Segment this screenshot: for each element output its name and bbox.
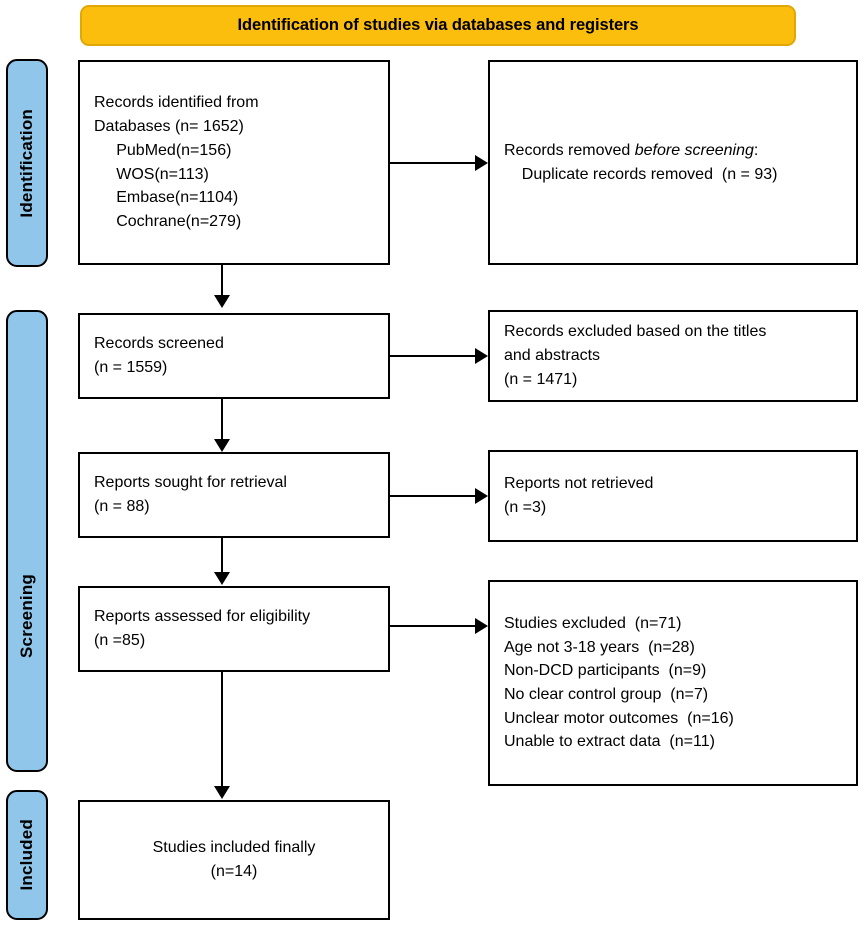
connector-sought-to-assessed <box>221 538 223 572</box>
box-studies-excluded-text: Studies excluded (n=71) Age not 3-18 yea… <box>490 612 856 754</box>
text-line: Unclear motor outcomes (n=16) <box>504 709 734 727</box>
text-line: Unable to extract data (n=11) <box>504 733 715 751</box>
arrowhead-right-icon <box>475 618 488 634</box>
text-line: and abstracts <box>504 347 601 365</box>
box-reports-sought: Reports sought for retrieval (n = 88) <box>78 452 390 538</box>
stage-tab-screening-label: Screening <box>17 574 36 658</box>
text-line: Records screened <box>94 335 224 353</box>
text-line: (n = 1559) <box>94 359 168 376</box>
arrowhead-right-icon <box>475 348 488 364</box>
stage-tab-screening: Screening <box>6 310 48 772</box>
text-line: Reports sought for retrieval <box>94 474 287 492</box>
text-line: No clear control group (n=7) <box>504 686 709 703</box>
text-line: Cochrane(n=279) <box>94 212 242 230</box>
text-line: PubMed(n=156) <box>94 141 232 159</box>
arrowhead-down-icon <box>214 439 230 452</box>
box-records-identified: Records identified from Databases (n= 16… <box>78 60 390 265</box>
box-reports-assessed-text: Reports assessed for eligibility (n =85) <box>80 605 388 652</box>
arrowhead-down-icon <box>214 786 230 799</box>
text-line: (n = 88) <box>94 498 150 515</box>
banner-title: Identification of studies via databases … <box>237 16 639 34</box>
box-records-screened: Records screened (n = 1559) <box>78 313 390 399</box>
box-records-excluded: Records excluded based on the titles and… <box>488 310 858 402</box>
text-line: (n =85) <box>94 632 146 649</box>
stage-tab-included-label: Included <box>17 819 36 891</box>
text-line: (n = 1471) <box>504 370 578 388</box>
text-line: Records excluded based on the titles <box>504 323 767 341</box>
box-reports-assessed: Reports assessed for eligibility (n =85) <box>78 586 390 672</box>
text-line: Records identified from <box>94 94 259 112</box>
connector-screened-to-excluded <box>390 355 475 357</box>
box-studies-included: Studies included finally (n=14) <box>78 800 390 920</box>
text-line: Studies included finally <box>152 839 316 857</box>
box-records-screened-text: Records screened (n = 1559) <box>80 332 388 379</box>
box-reports-sought-text: Reports sought for retrieval (n = 88) <box>80 471 388 518</box>
text-line: (n =3) <box>504 499 547 516</box>
connector-screened-to-sought <box>221 399 223 439</box>
arrowhead-right-icon <box>475 155 488 171</box>
text-line: Duplicate records removed (n = 93) <box>504 165 778 183</box>
box-records-removed: Records removed before screening: Duplic… <box>488 60 858 265</box>
text-line: Non-DCD participants (n=9) <box>504 662 707 680</box>
arrowhead-down-icon <box>214 572 230 585</box>
box-records-identified-text: Records identified from Databases (n= 16… <box>80 91 388 233</box>
box-records-removed-text: Records removed before screening: Duplic… <box>490 139 856 186</box>
text-fragment-italic: before screening <box>634 141 754 159</box>
box-records-excluded-text: Records excluded based on the titles and… <box>490 320 856 391</box>
arrowhead-down-icon <box>214 295 230 308</box>
connector-assessed-to-included <box>221 672 223 786</box>
box-studies-included-text: Studies included finally (n=14) <box>80 836 388 883</box>
arrowhead-right-icon <box>475 488 488 504</box>
text-line: Age not 3-18 years (n=28) <box>504 638 695 656</box>
stage-tab-identification: Identification <box>6 59 48 267</box>
text-line: Studies excluded (n=71) <box>504 614 682 632</box>
stage-tab-identification-label: Identification <box>17 108 36 218</box>
text-line: Reports not retrieved <box>504 475 654 493</box>
text-fragment: Records removed <box>504 141 635 159</box>
box-reports-not-retrieved-text: Reports not retrieved (n =3) <box>490 472 856 519</box>
text-fragment: : <box>753 141 759 159</box>
text-line: Databases (n= 1652) <box>94 118 244 136</box>
diagram-banner: Identification of studies via databases … <box>80 5 796 46</box>
connector-assessed-to-exclusions <box>390 625 475 627</box>
box-reports-not-retrieved: Reports not retrieved (n =3) <box>488 450 858 542</box>
text-line: Embase(n=1104) <box>94 189 239 207</box>
connector-identified-to-removed <box>390 162 475 164</box>
text-line: WOS(n=113) <box>94 165 209 183</box>
connector-identified-to-screened <box>221 265 223 295</box>
connector-sought-to-not-retrieved <box>390 495 475 497</box>
stage-tab-included: Included <box>6 790 48 920</box>
text-line: (n=14) <box>210 863 258 880</box>
text-line: Records removed before screening: <box>504 139 842 163</box>
text-line: Reports assessed for eligibility <box>94 608 311 626</box>
box-studies-excluded: Studies excluded (n=71) Age not 3-18 yea… <box>488 580 858 786</box>
